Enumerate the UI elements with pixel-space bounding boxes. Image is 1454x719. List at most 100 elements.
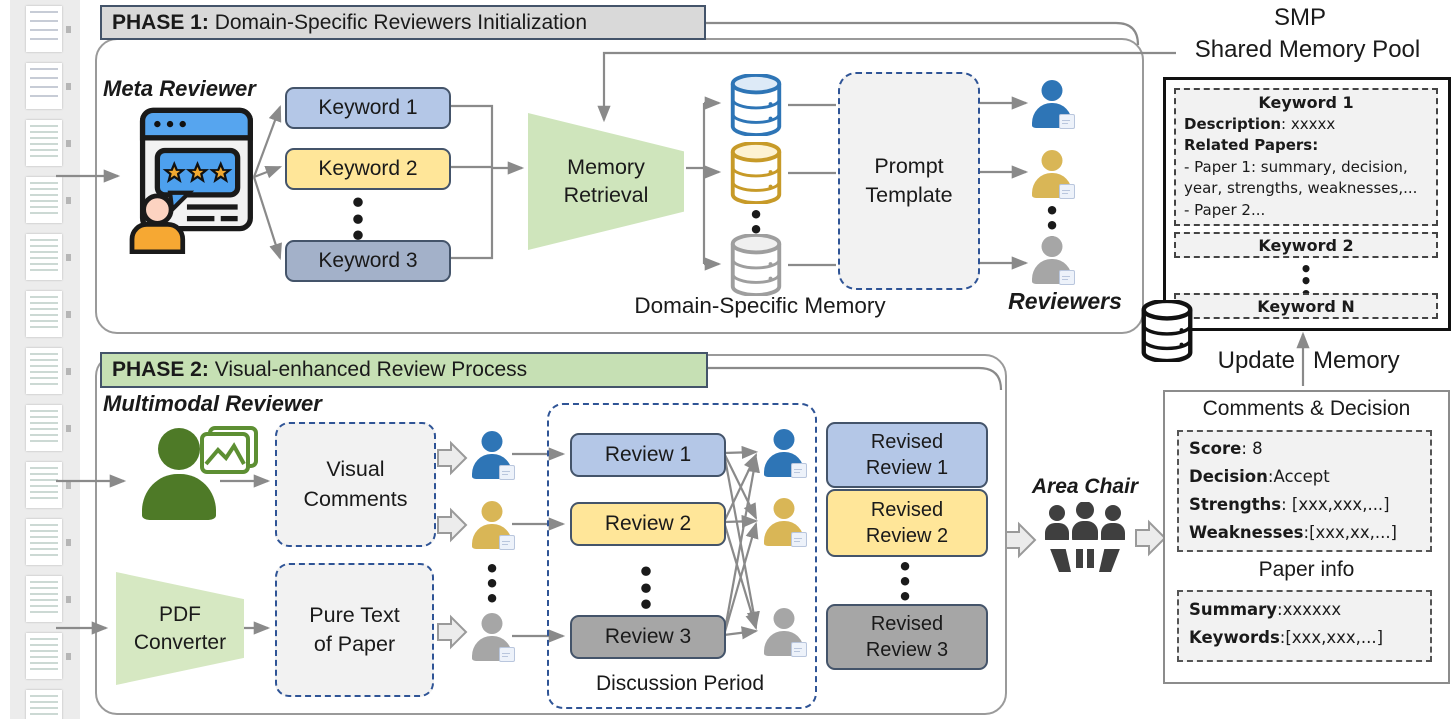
weaknesses-label: Weaknesses (1189, 523, 1304, 542)
smp-paper1-line2: year, strengths, weaknesses,... (1184, 179, 1418, 197)
revised-review2-label: Revised Review 2 (865, 499, 949, 547)
decision-label: Decision (1189, 467, 1268, 486)
sender-reviewer-icon-blue (472, 431, 515, 480)
keywords-label: Keywords (1189, 628, 1280, 647)
database-cylinder-icon-gray (730, 234, 782, 296)
page-number (66, 311, 71, 318)
page-number (66, 26, 71, 33)
block-arrow-icon (437, 440, 1167, 650)
receiver-reviewer-icon-gray (764, 608, 807, 657)
comments-decision-title: Comments & Decision (1202, 397, 1411, 420)
review2-box: Review 2 (570, 502, 726, 546)
reviewer-icon-gray (1032, 236, 1075, 285)
pdf-thumbnail-sidebar[interactable] (10, 0, 80, 719)
update-memory-word1: Update (1217, 347, 1295, 374)
phase1-header-label: PHASE 1: (112, 10, 209, 34)
smp-paper2-line: - Paper 2... (1184, 200, 1266, 219)
page-thumbnail[interactable] (26, 120, 62, 166)
page-number (66, 425, 71, 432)
shared-memory-pool-box: Keyword 1 Description: xxxxx Related Pap… (1163, 77, 1451, 331)
note-badge-icon (1059, 184, 1075, 199)
smp-desc-value: : xxxxx (1281, 114, 1336, 133)
review1-box: Review 1 (570, 433, 726, 477)
note-badge-icon (791, 532, 807, 547)
revised-review2-box: Revised Review 2 (826, 489, 988, 557)
sender-ellipsis (480, 562, 504, 607)
page-thumbnail[interactable] (26, 690, 62, 719)
revised-review1-label: Revised Review 1 (865, 431, 949, 479)
revised-ellipsis (893, 560, 917, 605)
smp-desc-label: Description (1184, 114, 1282, 133)
page-thumbnail[interactable] (26, 291, 62, 337)
revised-review1-box: Revised Review 1 (826, 422, 988, 488)
keyword2-label: Keyword 2 (318, 157, 418, 180)
page-number (66, 83, 71, 90)
smp-related-label: Related Papers: (1184, 136, 1319, 154)
smp-keyword1-entry: Keyword 1 Description: xxxxx Related Pap… (1174, 88, 1438, 226)
reviewer-icon-blue (1032, 80, 1075, 129)
domain-memory-label: Domain-Specific Memory (634, 293, 886, 318)
phase2-header-label: PHASE 2: (112, 358, 209, 381)
page-thumbnail[interactable] (26, 576, 62, 622)
smp-name: Shared Memory Pool (1194, 36, 1421, 63)
pdf-converter-label: PDF Converter (133, 603, 227, 654)
smp-keyword2-entry: Keyword 2 (1174, 232, 1438, 258)
page-thumbnail[interactable] (26, 405, 62, 451)
keyword3-box: Keyword 3 (285, 240, 451, 282)
score-value: : 8 (1241, 439, 1263, 458)
keywords-value: :[xxx,xxx,...] (1279, 628, 1384, 647)
receiver-reviewer-icon-gold (764, 498, 807, 547)
page-number (66, 539, 71, 546)
strengths-label: Strengths (1189, 495, 1282, 514)
page-thumbnail[interactable] (26, 177, 62, 223)
database-cylinder-icon-blue (730, 74, 782, 136)
review2-label: Review 2 (604, 512, 692, 535)
page-number (66, 596, 71, 603)
phase2-header-title: Visual-enhanced Review Process (208, 358, 528, 381)
review-window-icon (129, 107, 253, 254)
pure-text-box: Pure Text of Paper (275, 563, 434, 697)
page-thumbnail[interactable] (26, 519, 62, 565)
page-number (66, 653, 71, 660)
note-badge-icon (499, 535, 515, 550)
smp-keyword1-title: Keyword 1 (1258, 93, 1354, 112)
meta-reviewer-label: Meta Reviewer (103, 76, 256, 101)
review3-box: Review 3 (570, 615, 726, 659)
review1-label: Review 1 (604, 443, 692, 466)
keyword1-box: Keyword 1 (285, 87, 451, 129)
smp-abbr: SMP (1273, 4, 1326, 31)
page-thumbnail[interactable] (26, 633, 62, 679)
paper-info-box: Summary:xxxxxx Keywords:[xxx,xxx,...] (1177, 590, 1432, 662)
note-badge-icon (791, 642, 807, 657)
meeting-table-icon (1037, 502, 1133, 572)
phase1-header-title: Domain-Specific Reviewers Initialization (208, 10, 588, 34)
page-thumbnail[interactable] (26, 462, 62, 508)
visual-comments-box: Visual Comments (275, 422, 436, 547)
note-badge-icon (791, 463, 807, 478)
keyword2-box: Keyword 2 (285, 148, 451, 190)
keyword1-label: Keyword 1 (318, 96, 418, 119)
page-thumbnail[interactable] (26, 348, 62, 394)
page-thumbnail[interactable] (26, 6, 62, 52)
page-thumbnail[interactable] (26, 234, 62, 280)
note-badge-icon (1059, 114, 1075, 129)
prompt-template-box: Prompt Template (838, 72, 980, 290)
paper-info-title: Paper info (1258, 558, 1355, 581)
review3-label: Review 3 (604, 625, 692, 648)
discussion-period-container (547, 403, 817, 709)
page-thumbnail[interactable] (26, 63, 62, 109)
receiver-reviewer-icon-blue (764, 429, 807, 478)
update-memory-word2: Memory (1313, 347, 1400, 374)
revised-review3-label: Revised Review 3 (865, 613, 949, 661)
strengths-value: : [xxx,xxx,...] (1281, 495, 1390, 514)
reviewer-icon-gold (1032, 150, 1075, 199)
page-number (66, 482, 71, 489)
keyword3-label: Keyword 3 (318, 249, 418, 272)
smp-keywordN-entry: Keyword N (1174, 293, 1438, 319)
sender-reviewer-icon-gray (472, 613, 515, 662)
sender-reviewer-icon-gold (472, 501, 515, 550)
smp-keywordN-title: Keyword N (1257, 296, 1355, 316)
page-number (66, 197, 71, 204)
